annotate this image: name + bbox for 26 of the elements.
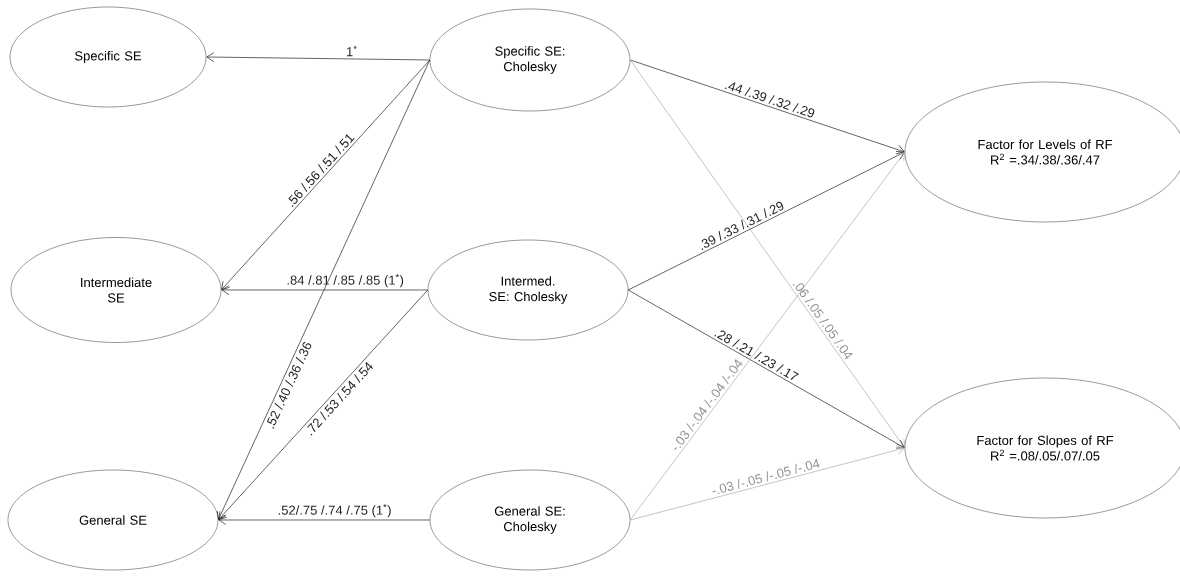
ellipse-node: Intermediate SE: [10, 237, 222, 343]
ellipse-node: General SE: Cholesky: [429, 469, 631, 571]
ellipse-node: General SE: [7, 469, 219, 571]
arrow: [206, 52, 431, 62]
arrow: [627, 151, 905, 291]
edge-label: .06 /.05 /.05 /.04: [792, 283, 853, 360]
arrow: [629, 445, 905, 521]
ellipse-node: Intermed. SE: Cholesky: [427, 239, 629, 341]
arrow: [218, 289, 429, 520]
ellipse-node: Specific SE: Cholesky: [429, 8, 631, 112]
edge-label: .84 /.81 /.85 /.85 (1$^{*}$): [287, 274, 404, 288]
ellipse-node: Specific SE: [9, 6, 207, 108]
edge-label: .56 /.56 /.51 /.51: [288, 134, 355, 207]
edge-label: .52/.75 /.74 /.75 (1$^{*}$): [278, 504, 391, 518]
arrow: [221, 285, 429, 295]
arrow: [629, 59, 905, 155]
arrow: [216, 59, 431, 520]
edge-label: -.03 /-.05 /-.05 /-.04: [712, 458, 820, 494]
arrow: [629, 59, 905, 448]
edge-label: 1$^{*}$: [346, 45, 357, 57]
edge-label: .39 /.33 /.31 /.29: [701, 201, 784, 250]
edge-label: .44 /.39 /.32 /.29: [725, 82, 815, 118]
arrow: [218, 515, 431, 525]
arrow: [221, 59, 431, 290]
arrow: [627, 289, 905, 449]
arrow: [629, 152, 905, 521]
